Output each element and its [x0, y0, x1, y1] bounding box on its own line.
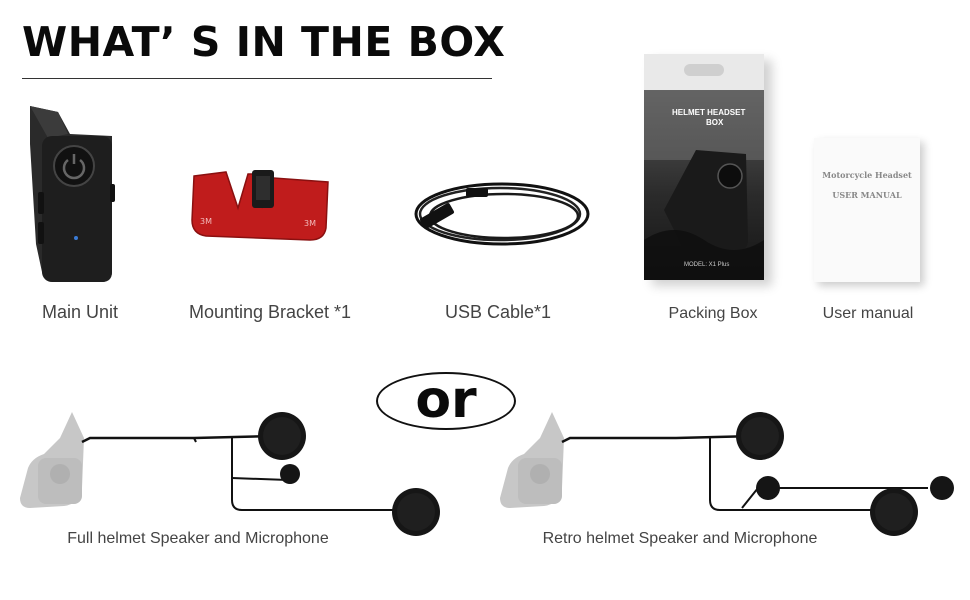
packing-box-label: Packing Box	[668, 305, 758, 322]
main-unit-label: Main Unit	[41, 302, 119, 322]
full-helmet-kit-image	[16, 408, 446, 538]
manual-print-line1: Motorcycle Headset	[822, 170, 912, 180]
or-text: or	[415, 370, 477, 430]
user-manual-image: Motorcycle Headset USER MANUAL	[814, 138, 920, 282]
main-unit-image	[24, 104, 116, 284]
box-printed-photo: HELMET HEADSET BOX MODEL: X1 Plus	[644, 90, 764, 280]
box-print-model: MODEL: X1 Plus	[684, 262, 730, 268]
usb-cable-label: USB Cable*1	[444, 302, 552, 322]
title-underline	[22, 78, 492, 79]
user-manual-label: User manual	[822, 305, 914, 322]
mounting-bracket-label: Mounting Bracket *1	[188, 302, 352, 322]
box-hang-hole	[684, 64, 724, 76]
retro-helmet-kit-image	[496, 408, 958, 538]
or-ellipse	[376, 372, 516, 430]
svg-text:3M: 3M	[304, 219, 316, 228]
page-title: WHAT’ S IN THE BOX	[22, 18, 506, 66]
box-print-line2: BOX	[706, 118, 724, 127]
packing-box-image: HELMET HEADSET BOX MODEL: X1 Plus	[644, 54, 764, 280]
usb-cable-image	[410, 172, 592, 256]
mounting-bracket-image: 3M 3M	[186, 168, 336, 244]
svg-text:3M: 3M	[200, 217, 212, 226]
box-print-line1: HELMET HEADSET	[672, 108, 746, 117]
full-helmet-kit-label: Full helmet Speaker and Microphone	[67, 530, 329, 547]
manual-print-line2: USER MANUAL	[832, 190, 902, 200]
retro-helmet-kit-label: Retro helmet Speaker and Microphone	[542, 530, 818, 547]
